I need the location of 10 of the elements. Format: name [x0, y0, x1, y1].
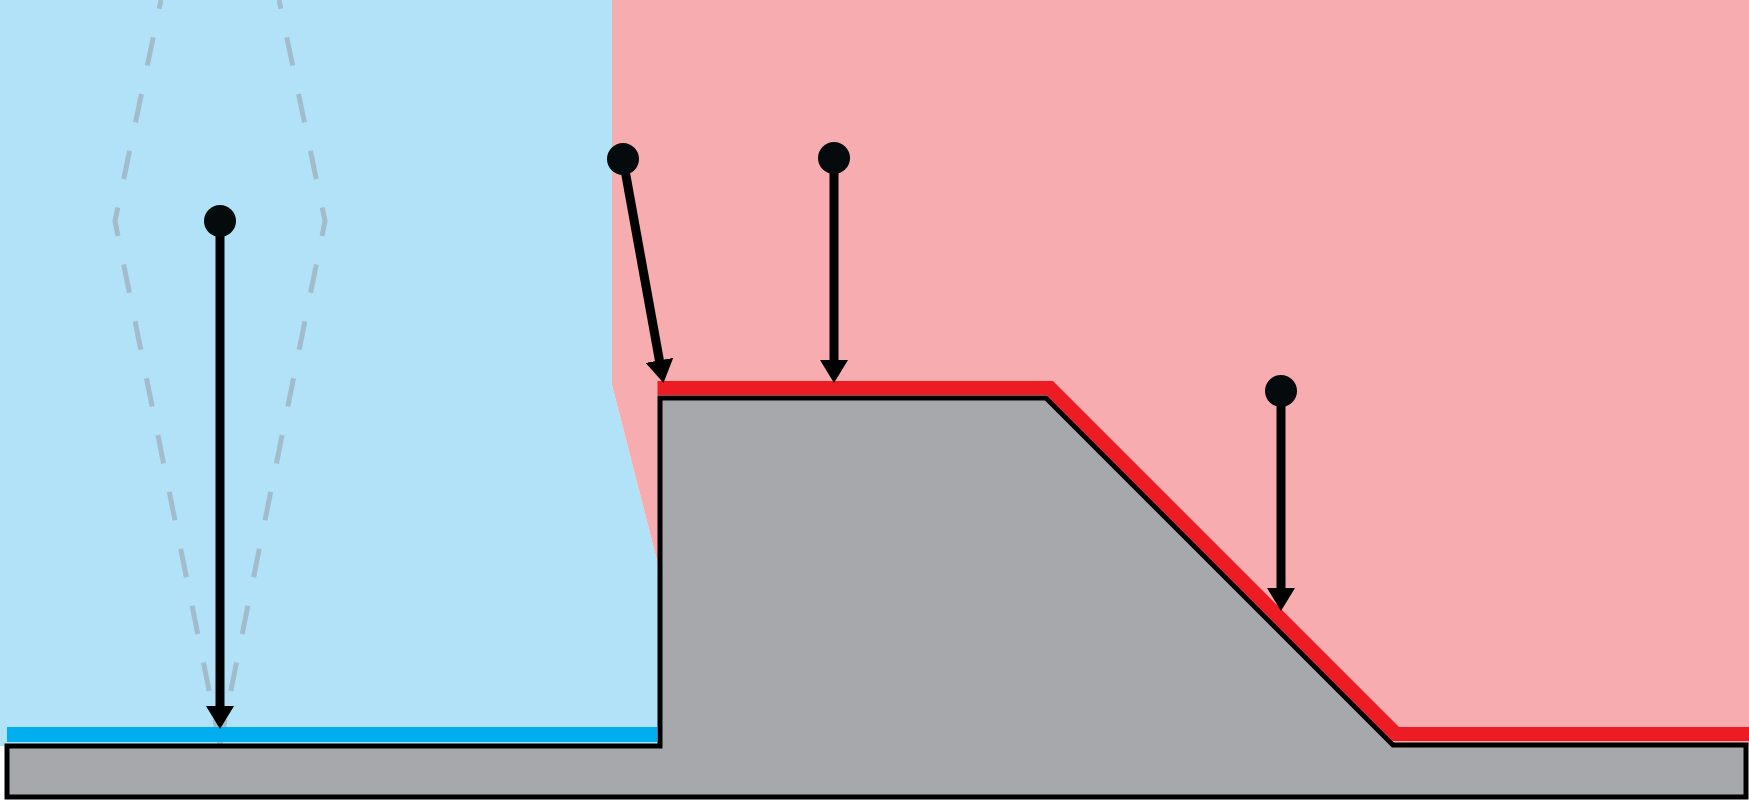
- arrow: [820, 173, 848, 383]
- surface-strip: [657, 381, 1749, 741]
- dot: [818, 142, 850, 174]
- arrow: [621, 172, 674, 384]
- arrow: [206, 236, 234, 729]
- surface-strip: [7, 727, 657, 742]
- dot: [607, 143, 639, 175]
- dot: [1265, 375, 1297, 407]
- arrow: [1267, 406, 1295, 611]
- dot: [204, 205, 236, 237]
